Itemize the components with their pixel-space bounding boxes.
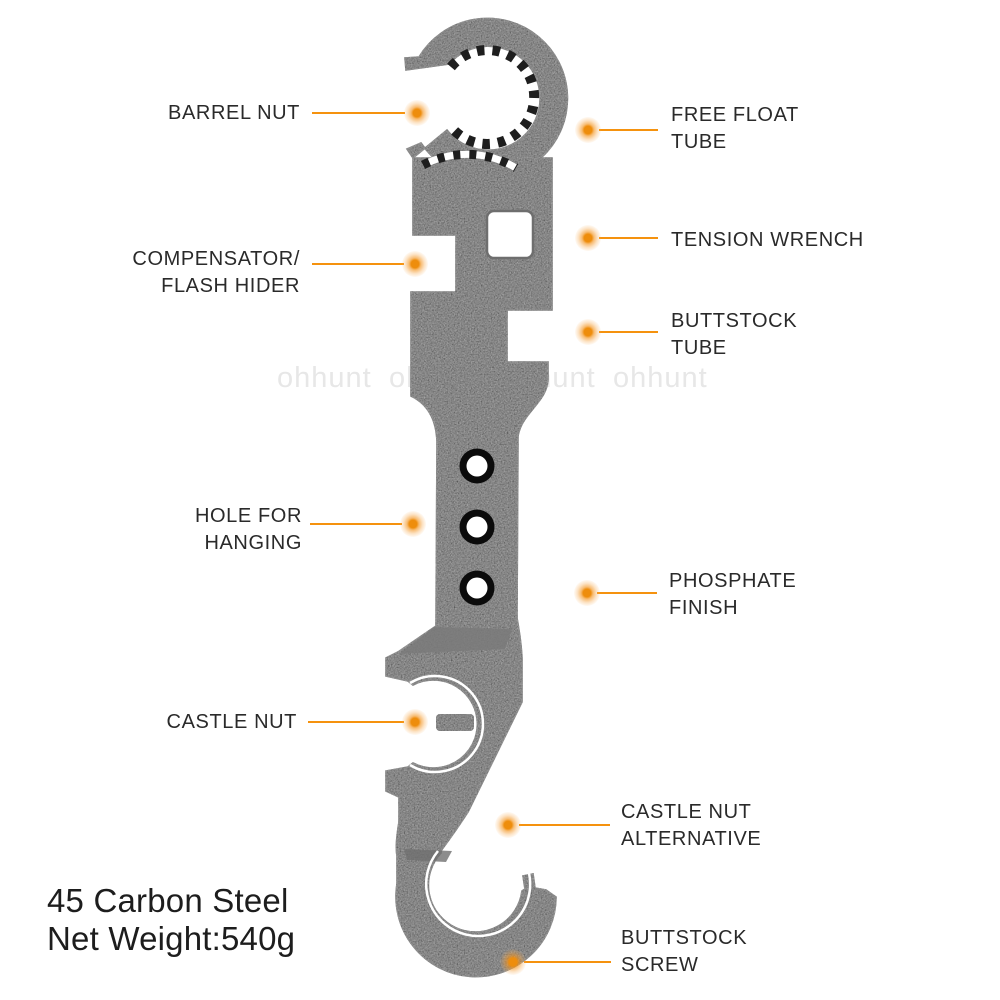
leader-line-castle-nut-alternative [519,824,610,826]
callout-label: BUTTSTOCK [621,927,748,949]
hook-cutout-lip [424,850,532,938]
callout-castle-nut: CASTLE NUT [167,709,297,736]
callout-label: TUBE [671,337,727,359]
leader-dot-compensator-flash-hider [402,251,428,277]
callout-label: BARREL NUT [168,102,300,124]
leader-dot-buttstock-tube [575,319,601,345]
leader-dot-buttstock-screw [500,949,526,975]
callout-label: FLASH HIDER [161,275,300,297]
product-specs: 45 Carbon Steel Net Weight:540g [47,882,295,958]
callout-tension-wrench: TENSION WRENCH [671,227,864,254]
material-spec: 45 Carbon Steel [47,882,289,919]
callout-buttstock-tube: BUTTSTOCK TUBE [671,308,797,362]
callout-label: BUTTSTOCK [671,310,798,332]
leader-dot-castle-nut [402,709,428,735]
leader-dot-barrel-nut [404,100,430,126]
leader-line-free-float-tube [599,129,658,131]
chamfer-highlight-lower [404,849,452,862]
callout-castle-nut-alternative: CASTLE NUT ALTERNATIVE [621,799,761,853]
leader-line-compensator-flash-hider [312,263,404,265]
callout-barrel-nut: BARREL NUT [168,100,300,127]
castle-nut-tooth [436,714,474,731]
square-drive-hole [485,209,535,260]
callout-label: COMPENSATOR/ [132,248,300,270]
callout-label: TENSION WRENCH [671,229,864,251]
barrel-nut-teeth [447,45,540,149]
watermark-text: ohhunt [613,362,708,394]
chamfer-highlight-upper [399,627,512,654]
leader-line-buttstock-tube [599,331,658,333]
callout-phosphate-finish: PHOSPHATE FINISH [669,568,796,622]
callout-hole-for-hanging: HOLE FOR HANGING [195,503,302,557]
buttstock-screw-tab [468,949,496,975]
callout-label: SCREW [621,954,699,976]
callout-label: PHOSPHATE [669,570,797,592]
leader-line-tension-wrench [599,237,658,239]
leader-line-buttstock-screw [524,961,611,963]
net-weight-spec: Net Weight:540g [47,920,296,957]
leader-line-hole-for-hanging [310,523,402,525]
leader-dot-castle-nut-alternative [495,812,521,838]
callout-label: CASTLE NUT [166,711,297,733]
callout-label: FREE FLOAT [671,104,799,126]
hanging-holes [459,448,495,606]
callout-label: CASTLE NUT [621,801,752,823]
watermark-text: ohhunt [277,362,372,394]
callout-label: FINISH [669,597,739,619]
callout-free-float-tube: FREE FLOAT TUBE [671,102,799,156]
callout-compensator-flash-hider: COMPENSATOR/ FLASH HIDER [132,246,300,300]
lower-teeth [420,149,519,172]
leader-dot-phosphate-finish [574,580,600,606]
leader-line-phosphate-finish [597,592,657,594]
callout-label: TUBE [671,131,727,153]
callout-buttstock-screw: BUTTSTOCK SCREW [621,925,747,979]
callout-label: ALTERNATIVE [621,828,762,850]
castle-cutout-lip [409,674,485,774]
leader-line-castle-nut [308,721,404,723]
leader-dot-hole-for-hanging [400,511,426,537]
leader-line-barrel-nut [312,112,405,114]
callout-label: HOLE FOR [194,505,302,527]
leader-dot-free-float-tube [575,117,601,143]
callout-label: HANGING [204,532,302,554]
leader-dot-tension-wrench [575,225,601,251]
